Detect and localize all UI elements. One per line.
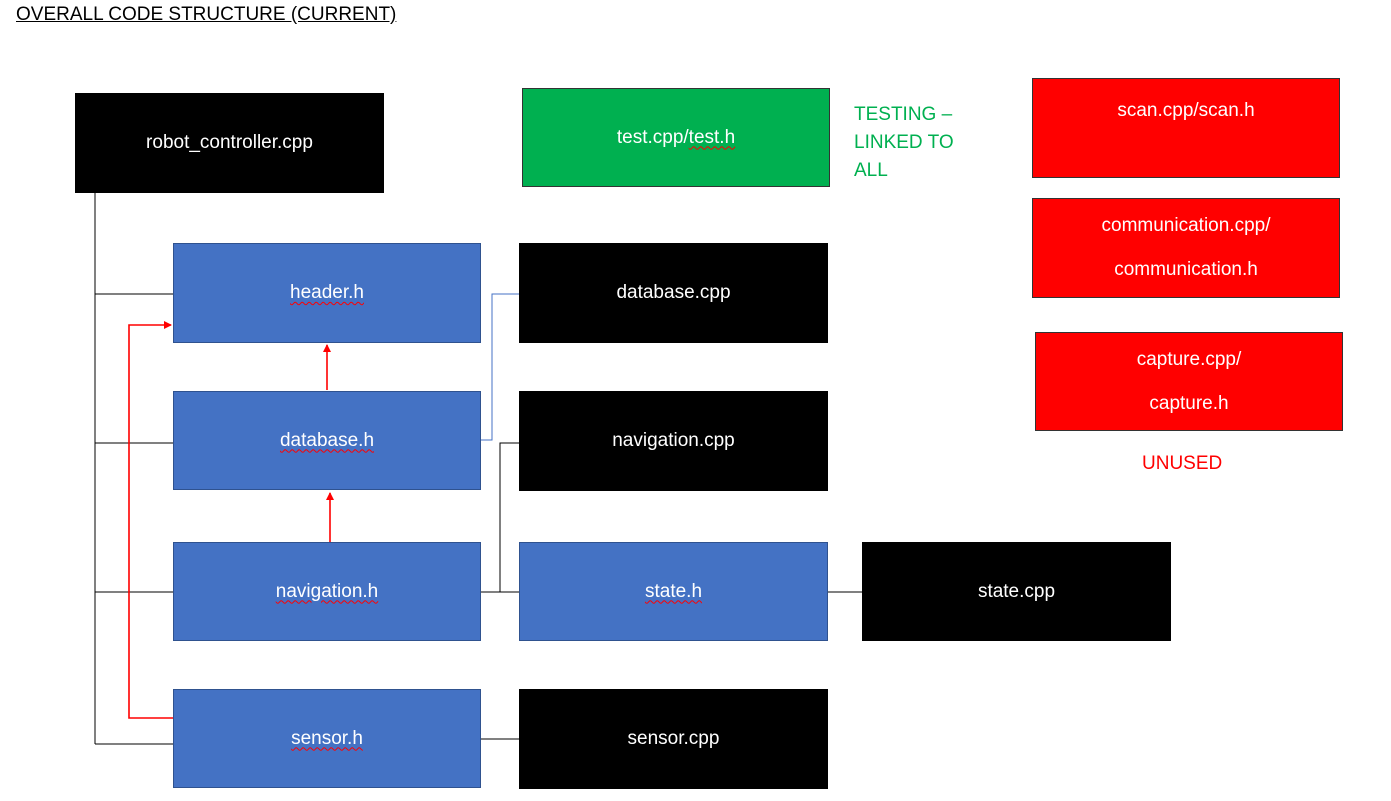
state-h-box: state.h	[519, 542, 828, 641]
communication-box: communication.cpp/ communication.h	[1032, 198, 1340, 298]
include-lines	[94, 193, 862, 745]
communication-label-line-1: communication.cpp/	[1101, 215, 1271, 236]
testing-note-line-2: LINKED TO	[854, 132, 954, 153]
state-cpp-label: state.cpp	[977, 580, 1056, 602]
database-h-label: database.h	[279, 429, 375, 451]
robot-controller-label: robot_controller.cpp	[146, 132, 313, 153]
scan-box: scan.cpp/scan.h	[1032, 78, 1340, 178]
header-h-label: header.h	[290, 282, 364, 303]
test-label-text: test.cpp/test.h	[616, 126, 736, 148]
state-cpp-box: state.cpp	[862, 542, 1171, 641]
page-title: OVERALL CODE STRUCTURE (CURRENT)	[16, 4, 397, 25]
unused-note: UNUSED	[1142, 453, 1223, 474]
test-box: test.cpp/test.h	[522, 88, 830, 187]
test-h-misspelled: test.h	[688, 126, 736, 148]
capture-box: capture.cpp/ capture.h	[1035, 332, 1343, 431]
dependency-arrows	[128, 321, 334, 719]
database-cpp-box: database.cpp	[519, 243, 828, 343]
communication-label-line-2: communication.h	[1114, 259, 1258, 280]
sensor-h-box: sensor.h	[173, 689, 481, 788]
capture-label-line-2: capture.h	[1149, 392, 1229, 414]
scan-label: scan.cpp/scan.h	[1117, 100, 1255, 121]
database-cpp-label: database.cpp	[616, 282, 731, 303]
capture-label-line-1: capture.cpp/	[1136, 348, 1242, 370]
navigation-cpp-label: navigation.cpp	[612, 430, 735, 451]
testing-note-line-3: ALL	[854, 160, 888, 181]
test-label: test.cpp/test.h	[617, 116, 735, 160]
robot-controller-box: robot_controller.cpp	[75, 93, 384, 193]
header-h-box: header.h	[173, 243, 481, 343]
navigation-h-label: navigation.h	[275, 580, 379, 602]
database-h-box: database.h	[173, 391, 481, 490]
navigation-h-box: navigation.h	[173, 542, 481, 641]
database-link-line	[481, 293, 519, 441]
testing-note: TESTING – LINKED TO ALL	[854, 101, 954, 185]
sensor-h-label: sensor.h	[291, 727, 363, 749]
sensor-cpp-label: sensor.cpp	[627, 728, 720, 749]
navigation-cpp-box: navigation.cpp	[519, 391, 828, 491]
state-h-label: state.h	[644, 580, 703, 602]
sensor-cpp-box: sensor.cpp	[519, 689, 828, 789]
testing-note-line-1: TESTING –	[854, 104, 953, 125]
